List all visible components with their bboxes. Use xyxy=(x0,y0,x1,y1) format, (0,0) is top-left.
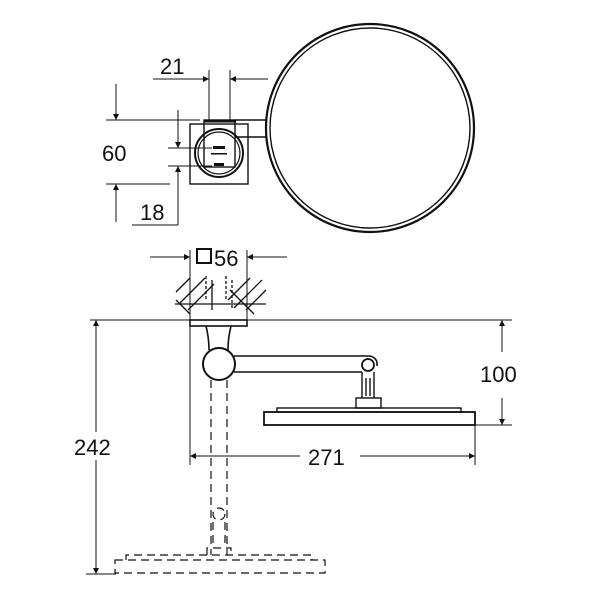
dim-square-plate: 56 xyxy=(214,246,238,271)
dim-projection: 271 xyxy=(308,445,345,470)
dim-total-height: 242 xyxy=(74,435,111,460)
mirror-side xyxy=(263,411,476,426)
wall-plate-side xyxy=(189,319,248,327)
dim-plate-height: 60 xyxy=(102,141,126,166)
wall-plate-top xyxy=(189,123,249,185)
mount-ring xyxy=(194,128,244,178)
mirror-outer-ring xyxy=(264,22,476,234)
square-symbol-icon xyxy=(196,248,212,264)
joint-ball xyxy=(202,347,236,381)
dim-mirror-drop: 100 xyxy=(480,362,517,387)
arm-socket xyxy=(203,119,236,168)
mirror-pivot xyxy=(361,358,375,372)
dim-arm-width: 21 xyxy=(160,54,184,79)
side-view: 56 xyxy=(72,246,517,575)
top-view: 21 60 18 xyxy=(102,22,476,234)
wall-hatching xyxy=(175,276,267,315)
dim-fixing-offset: 18 xyxy=(140,200,164,225)
mirror-lower-position xyxy=(114,507,326,574)
mirror-inner-ring xyxy=(269,27,471,229)
